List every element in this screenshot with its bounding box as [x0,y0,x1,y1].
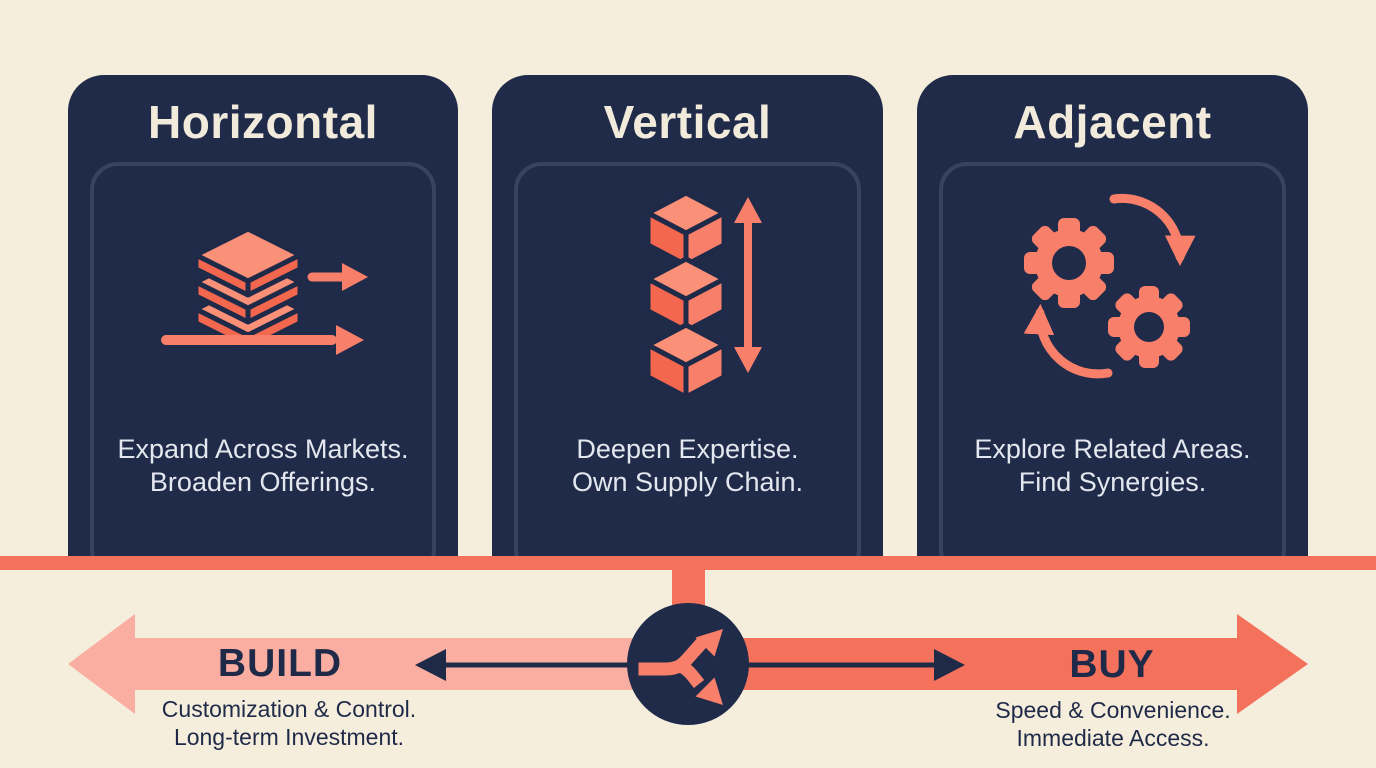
gear-icon [1108,286,1190,368]
card-title-adjacent: Adjacent [1013,96,1212,148]
card-inner-frame [514,162,861,558]
card-inner-frame [90,162,436,558]
gears-sync-icon [1023,193,1196,379]
desc-line: Expand Across Markets. [117,434,409,464]
card-inner-frame [939,162,1286,558]
desc-line: Own Supply Chain. [571,467,804,497]
buy-subtext-line: Speed & Convenience. [995,697,1231,723]
build-subtext-line: Customization & Control. [161,696,417,722]
card-desc-vertical: Deepen Expertise. Own Supply Chain. [492,433,883,499]
desc-line: Broaden Offerings. [149,467,377,497]
buy-subtext: Speed & Convenience. Immediate Access. [958,696,1268,752]
connector-stem [672,556,705,616]
card-desc-horizontal: Expand Across Markets. Broaden Offerings… [68,433,458,499]
build-subtext: Customization & Control. Long-term Inves… [134,695,444,751]
card-title-horizontal: Horizontal [148,96,378,148]
build-label: BUILD [217,642,343,685]
desc-line: Find Synergies. [1018,467,1207,497]
buy-label: BUY [1069,643,1155,686]
card-vertical: Vertical Deep [492,75,883,558]
branch-split-icon [627,603,749,725]
desc-line: Deepen Expertise. [576,434,799,464]
desc-line: Explore Related Areas. [974,434,1251,464]
double-headed-arrow [415,649,965,681]
card-desc-adjacent: Explore Related Areas. Find Synergies. [917,433,1308,499]
buy-subtext-line: Immediate Access. [1016,725,1210,751]
divider-bar [0,556,1376,570]
gear-icon [1024,218,1114,308]
build-subtext-line: Long-term Investment. [173,724,405,750]
card-horizontal: Horizontal [68,75,458,558]
layers-expand-icon [161,226,368,355]
card-title-vertical: Vertical [603,96,772,148]
stacked-cubes-icon [645,190,762,400]
card-adjacent: Adjacent [917,75,1308,558]
